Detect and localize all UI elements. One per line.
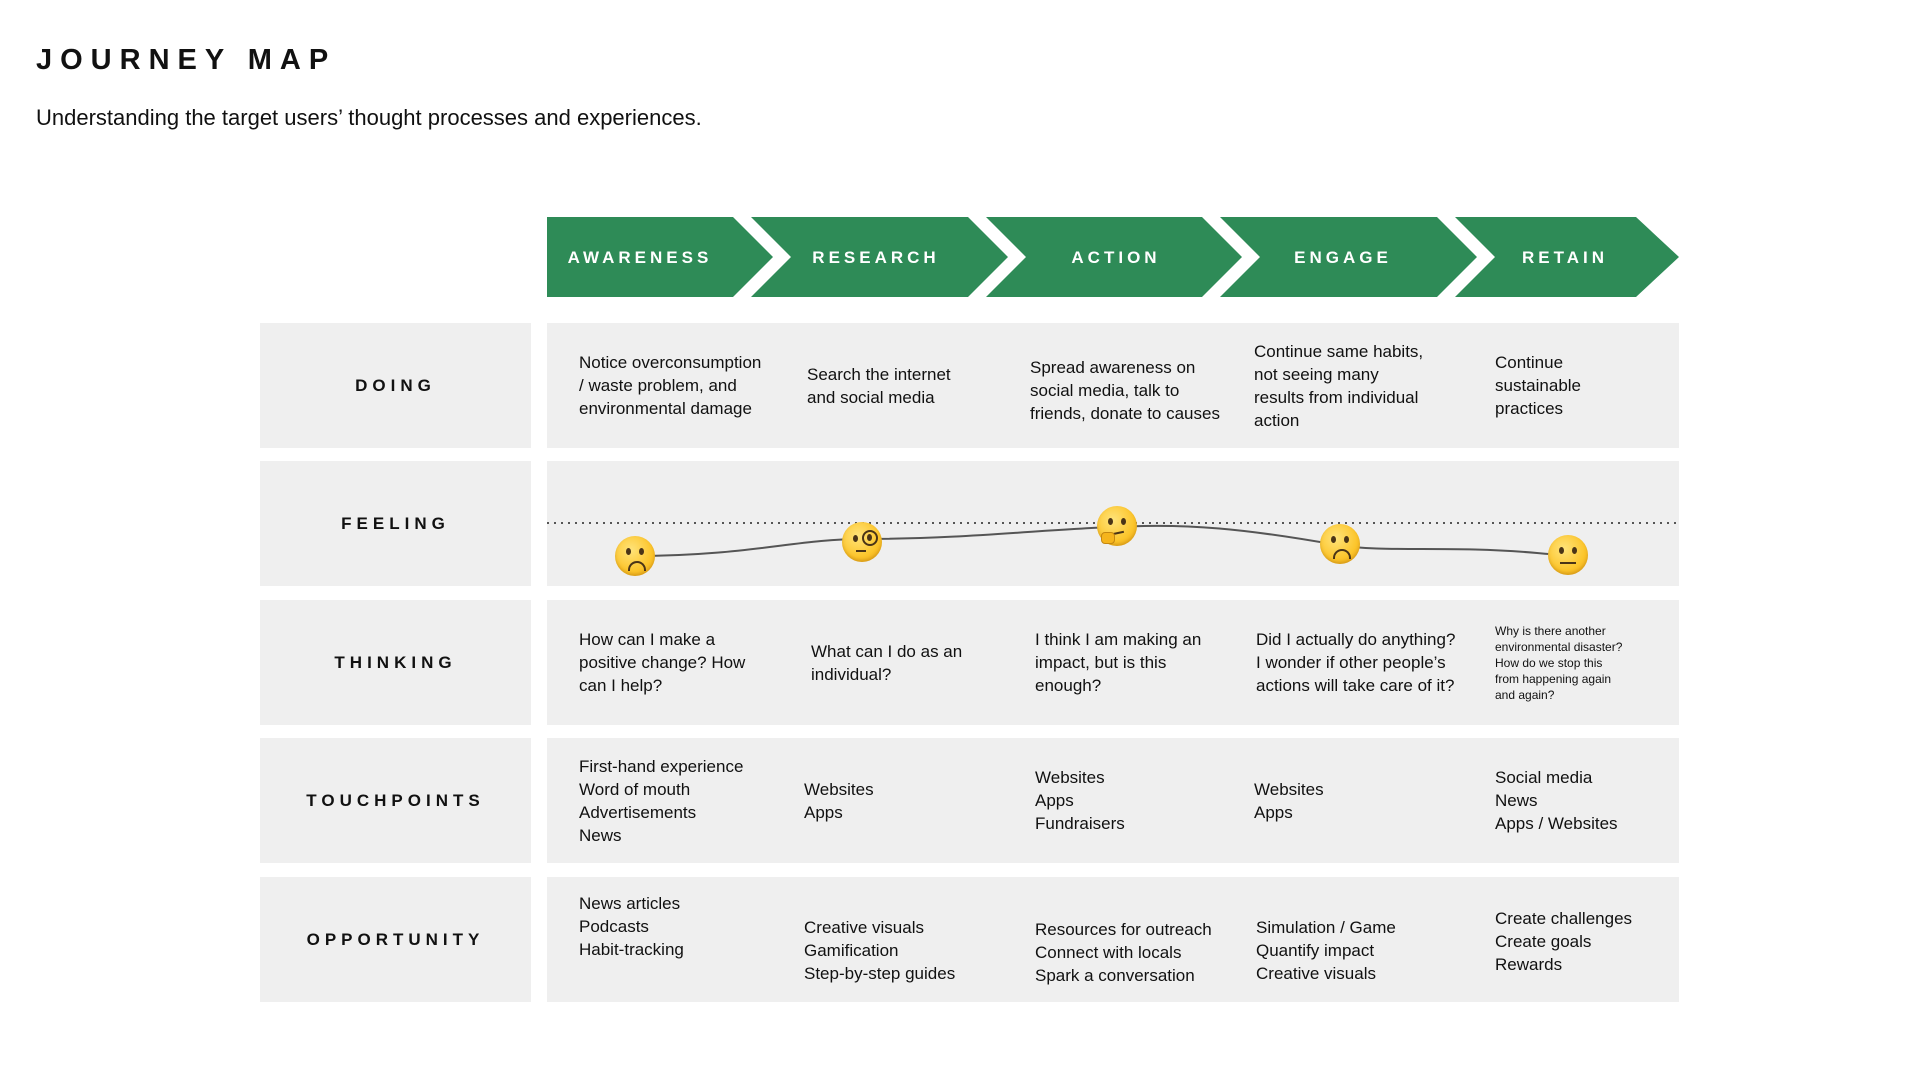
stage-chevron-bar: AWARENESS RESEARCH ACTION ENGAGE RETAIN [547, 217, 1679, 297]
page-title: JOURNEY MAP [36, 44, 337, 76]
thinking-engage: Did I actually do anything? I wonder if … [1256, 630, 1456, 695]
row-touchpoints [547, 738, 1679, 863]
thinking-awareness: How can I make a positive change? How ca… [579, 630, 746, 695]
row-thinking [547, 600, 1679, 725]
doing-engage: Continue same habits, not seeing many re… [1254, 341, 1424, 430]
touchpoints-retain: Social media News Apps / Websites [1495, 768, 1618, 833]
stage-research-label: RESEARCH [812, 248, 939, 267]
touchpoints-engage: Websites Apps [1254, 779, 1324, 822]
thinking-retain: Why is there another environmental disas… [1495, 623, 1623, 702]
row-opportunity [547, 877, 1679, 1002]
worried-face-icon [615, 536, 655, 576]
stage-action: ACTION [986, 217, 1242, 297]
stage-engage: ENGAGE [1220, 217, 1477, 297]
neutral-face-icon [1548, 535, 1588, 575]
feeling-trend-line [634, 524, 1581, 557]
row-label-doing: DOING [260, 323, 531, 448]
stage-action-label: ACTION [1071, 248, 1160, 267]
touchpoints-action: Websites Apps Fundraisers [1035, 768, 1125, 833]
stage-awareness-label: AWARENESS [568, 248, 713, 267]
stage-engage-label: ENGAGE [1294, 248, 1392, 267]
monocle-face-icon [842, 522, 882, 562]
worried-face-icon [1320, 524, 1360, 564]
row-label-opportunity: OPPORTUNITY [260, 877, 531, 1002]
doing-action: Spread awareness on social media, talk t… [1030, 358, 1220, 423]
thinking-action: I think I am making an impact, but is th… [1035, 630, 1202, 695]
opportunity-engage: Simulation / Game Quantify impact Creati… [1256, 918, 1396, 983]
row-label-thinking: THINKING [260, 600, 531, 725]
page-subtitle: Understanding the target users’ thought … [36, 105, 702, 130]
thinking-face-icon [1097, 506, 1137, 546]
opportunity-research: Creative visuals Gamification Step-by-st… [804, 918, 956, 983]
stage-retain: RETAIN [1455, 217, 1679, 297]
opportunity-action: Resources for outreach Connect with loca… [1035, 920, 1212, 985]
opportunity-awareness: News articles Podcasts Habit-tracking [579, 894, 684, 959]
doing-awareness: Notice overconsumption / waste problem, … [579, 353, 762, 418]
row-doing [547, 323, 1679, 448]
stage-retain-label: RETAIN [1522, 248, 1608, 267]
feeling-curve [547, 522, 1679, 557]
opportunity-retain: Create challenges Create goals Rewards [1495, 909, 1633, 974]
touchpoints-research: Websites Apps [804, 779, 874, 822]
doing-research: Search the internet and social media [807, 364, 951, 407]
stage-awareness: AWARENESS [547, 217, 773, 297]
row-label-touchpoints: TOUCHPOINTS [260, 738, 531, 863]
stage-research: RESEARCH [751, 217, 1008, 297]
doing-retain: Continue sustainable practices [1495, 353, 1582, 418]
row-label-feeling: FEELING [260, 461, 531, 586]
thinking-research: What can I do as an individual? [811, 641, 963, 684]
touchpoints-awareness: First-hand experience Word of mouth Adve… [579, 756, 744, 845]
